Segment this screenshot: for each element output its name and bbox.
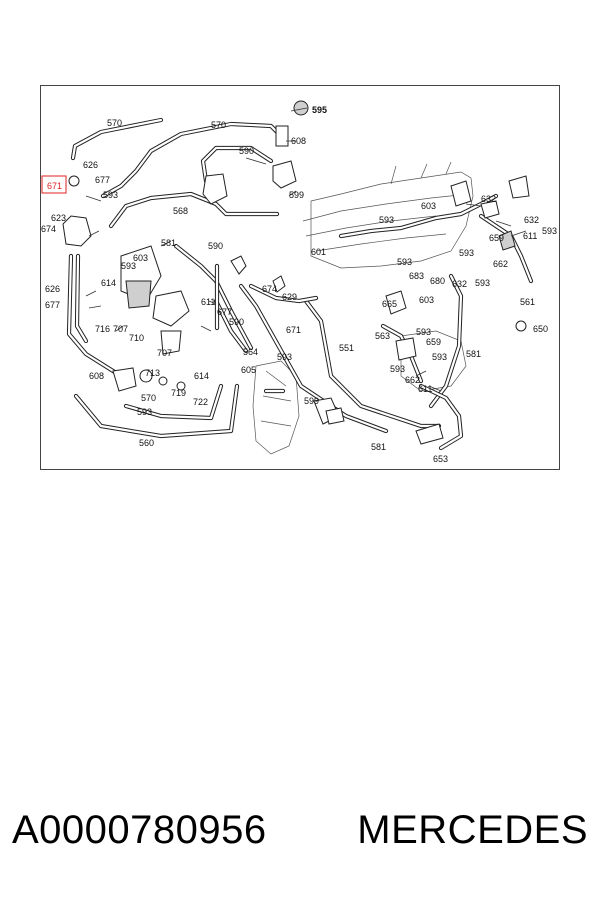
callout-581b: 581 [466,349,481,359]
callout-593l: 593 [390,364,405,374]
callout-601: 601 [311,247,326,257]
callout-570c: 570 [141,393,156,403]
vacuum-lines [66,117,534,451]
callout-629: 629 [282,292,297,302]
callout-593i: 593 [397,257,412,267]
callout-590a: 590 [239,146,254,156]
callout-560: 560 [139,438,154,448]
callout-707a: 707 [113,324,128,334]
callout-626a: 626 [83,160,98,170]
callout-722: 722 [193,397,208,407]
brand-name: MERCEDES [357,807,588,852]
callout-593c: 593 [137,407,152,417]
callout-570a: 570 [107,118,122,128]
callout-713: 713 [145,368,160,378]
callout-593a: 593 [103,190,118,200]
callout-563: 563 [375,331,390,341]
callout-710: 710 [129,333,144,343]
callout-593e: 593 [379,215,394,225]
callout-603b: 603 [421,201,436,211]
callout-650: 650 [533,324,548,334]
highlighted-part-label: 671 [47,181,62,191]
callout-570b: 570 [211,120,226,130]
callout-590c: 590 [229,317,244,327]
callout-611c: 611 [418,384,432,394]
callout-568: 568 [173,206,188,216]
callout-677c: 677 [217,307,232,317]
callout-632c: 632 [452,279,467,289]
callout-593k: 593 [432,352,447,362]
callout-605: 605 [241,365,256,375]
callout-593h: 593 [475,278,490,288]
part-number: A0000780956 [12,807,267,852]
callout-590b: 590 [208,241,223,251]
callout-608b: 608 [89,371,104,381]
callout-623: 623 [51,213,66,223]
callout-labels: 570 570 595 608 626 677 593 590 568 599 … [41,105,557,464]
callout-581a: 581 [161,238,176,248]
callout-561: 561 [520,297,535,307]
diagram-drawing: 570 570 595 608 626 677 593 590 568 599 … [41,100,557,464]
callout-671a: 671 [286,325,301,335]
callout-603a: 603 [133,253,148,263]
exploded-parts-diagram: 570 570 595 608 626 677 593 590 568 599 … [40,85,560,470]
callout-581c: 581 [371,442,386,452]
callout-677a: 677 [95,175,110,185]
callout-683: 683 [409,271,424,281]
callout-662b: 662 [405,375,420,385]
callout-599a: 599 [289,190,304,200]
callout-603c: 603 [419,295,434,305]
callout-593b: 593 [121,261,136,271]
highlight-box [41,175,67,194]
callout-593g: 593 [459,248,474,258]
callout-665: 665 [382,299,397,309]
callout-599b: 599 [304,396,319,406]
callout-707b: 707 [157,348,172,358]
callout-653: 653 [433,454,448,464]
callout-593j: 593 [416,327,431,337]
callout-719: 719 [171,388,186,398]
callout-632a: 632 [481,194,496,204]
callout-659b: 659 [426,337,441,347]
callout-564: 564 [243,347,258,357]
callout-674a: 674 [41,224,56,234]
callout-551: 551 [339,343,354,353]
callout-662a: 662 [493,259,508,269]
callout-611b: 611 [523,231,537,241]
callout-593d: 593 [277,352,292,362]
callout-611a: 611 [201,297,215,307]
highlighted-callout[interactable]: 671 [41,175,67,194]
engine-block-outline [252,161,474,455]
callout-593f: 593 [542,226,557,236]
callout-716: 716 [95,324,110,334]
callout-659a: 659 [489,233,504,243]
callout-632b: 632 [524,215,539,225]
components [62,100,530,445]
callout-674b: 674 [262,284,277,294]
callout-680: 680 [430,276,445,286]
callout-626b: 626 [45,284,60,294]
product-caption: A0000780956 MERCEDES [0,800,600,860]
callout-677b: 677 [45,300,60,310]
callout-614b: 614 [194,371,209,381]
leader-lines [85,107,527,392]
callout-614a: 614 [101,278,116,288]
callout-608a: 608 [291,136,306,146]
callout-595: 595 [312,105,327,115]
